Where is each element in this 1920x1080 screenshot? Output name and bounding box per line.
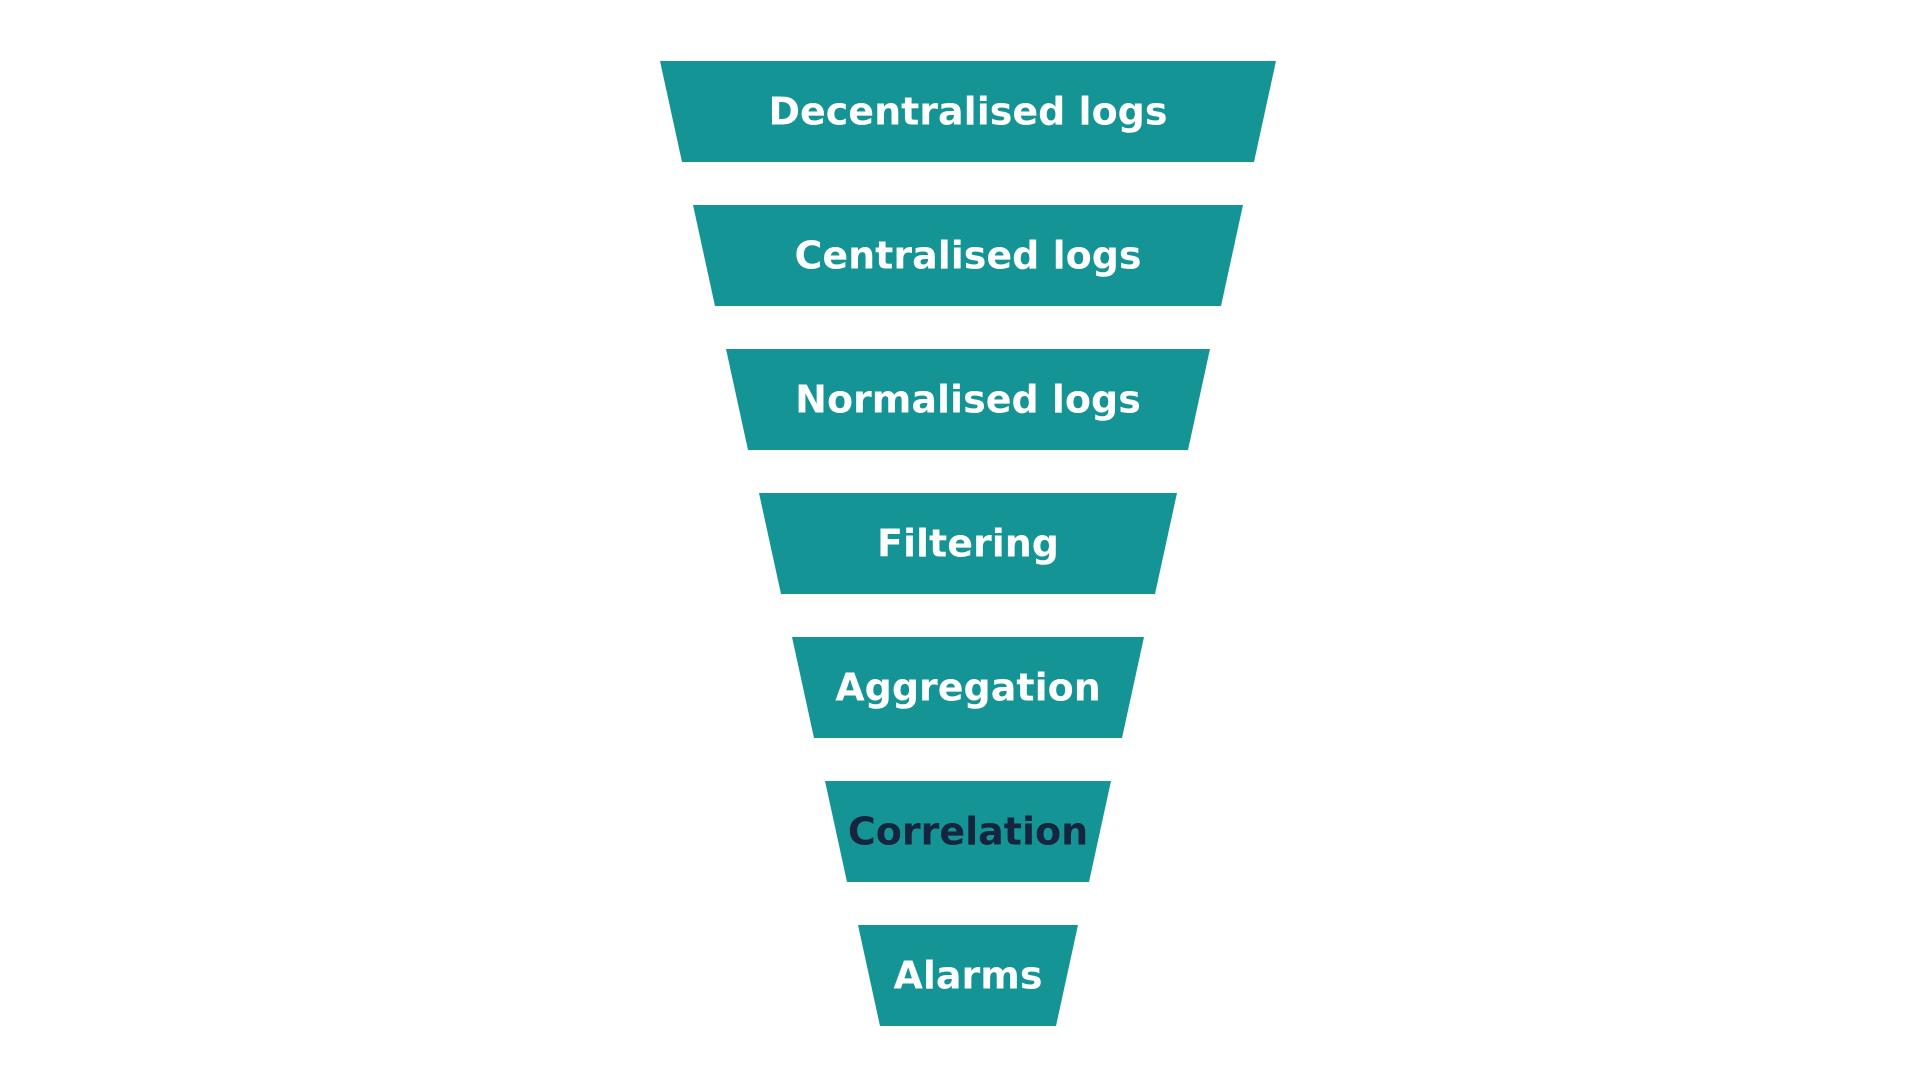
funnel-stage-centralised-logs: Centralised logs xyxy=(693,205,1243,306)
funnel-stage-shape xyxy=(660,61,1276,162)
funnel-stage-shape xyxy=(792,637,1144,738)
funnel-stage-correlation: Correlation xyxy=(825,781,1111,882)
funnel-stage-shape xyxy=(693,205,1243,306)
funnel-stage-shape xyxy=(825,781,1111,882)
funnel-stage-decentralised-logs: Decentralised logs xyxy=(660,61,1276,162)
funnel-stage-normalised-logs: Normalised logs xyxy=(726,349,1210,450)
funnel-stage-shape xyxy=(858,925,1078,1026)
funnel-stage-label: Alarms xyxy=(893,954,1042,998)
funnel-stage-alarms: Alarms xyxy=(858,925,1078,1026)
funnel-stage-shape xyxy=(759,493,1177,594)
funnel-stage-label: Normalised logs xyxy=(795,378,1141,422)
funnel-stage-label: Correlation xyxy=(848,810,1088,854)
funnel-stage-aggregation: Aggregation xyxy=(792,637,1144,738)
funnel-stage-label: Centralised logs xyxy=(794,234,1141,278)
funnel-stage-label: Aggregation xyxy=(835,666,1101,710)
funnel-stage-shape xyxy=(726,349,1210,450)
funnel-stage-filtering: Filtering xyxy=(759,493,1177,594)
funnel-stage-label: Filtering xyxy=(877,522,1059,566)
funnel-stage-label: Decentralised logs xyxy=(768,90,1167,134)
